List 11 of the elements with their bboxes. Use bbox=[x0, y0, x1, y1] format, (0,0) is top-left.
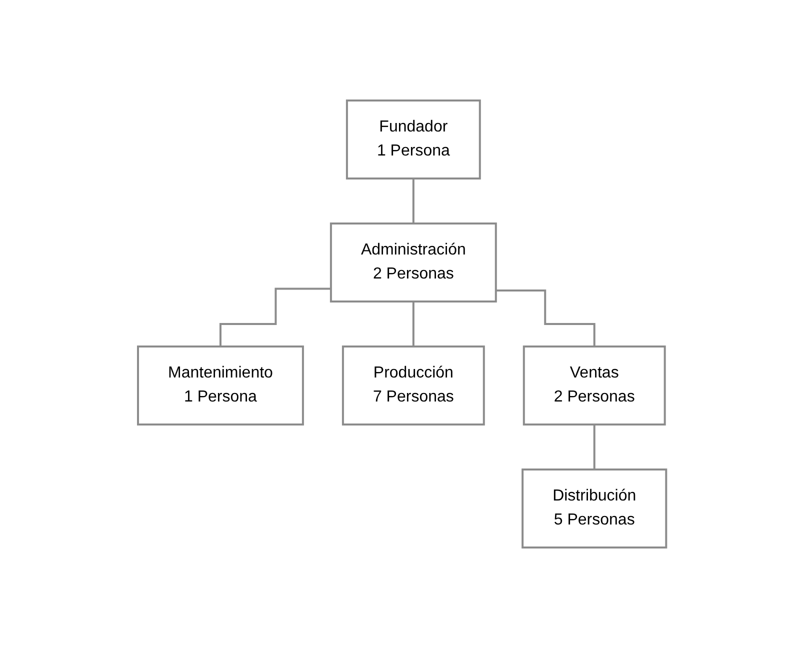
node-box: Ventas 2 Personas bbox=[522, 345, 666, 425]
connector bbox=[593, 423, 596, 470]
node-box: Fundador 1 Persona bbox=[346, 99, 481, 179]
node-box: Administración 2 Personas bbox=[330, 222, 497, 302]
node-box: Mantenimiento 1 Persona bbox=[136, 345, 304, 425]
node-box: Distribución 5 Personas bbox=[521, 468, 668, 548]
connector bbox=[219, 287, 331, 347]
node-box: Producción 7 Personas bbox=[342, 345, 485, 425]
connector bbox=[412, 177, 414, 224]
connector bbox=[496, 289, 596, 347]
connector bbox=[412, 300, 414, 347]
